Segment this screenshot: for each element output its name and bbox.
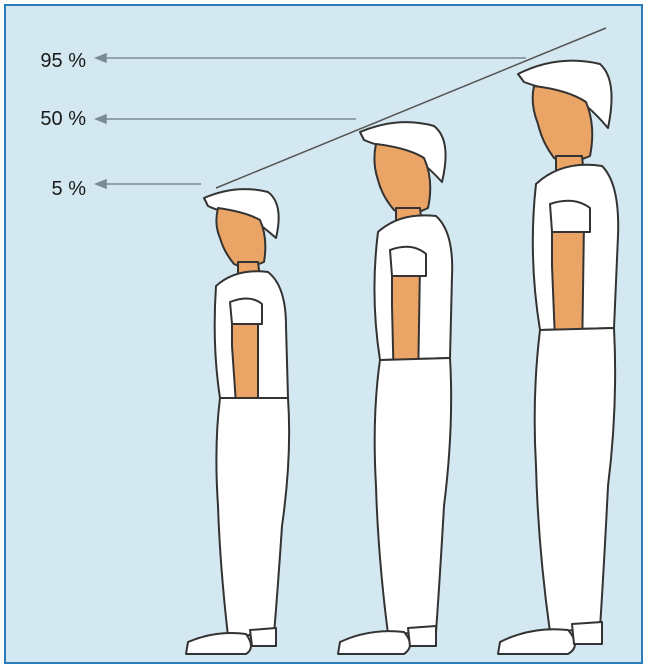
pointer-arrow-5 xyxy=(96,180,106,188)
figures-illustration xyxy=(6,6,643,664)
percentile-pointers xyxy=(96,54,526,188)
figure-95th-percentile xyxy=(498,61,618,654)
pointer-arrow-50 xyxy=(96,115,106,123)
figure-50th-percentile xyxy=(338,122,452,654)
figure-5th-percentile xyxy=(186,189,289,654)
diagram-frame: 95 % 50 % 5 % xyxy=(4,4,643,664)
pointer-arrow-95 xyxy=(96,54,106,62)
